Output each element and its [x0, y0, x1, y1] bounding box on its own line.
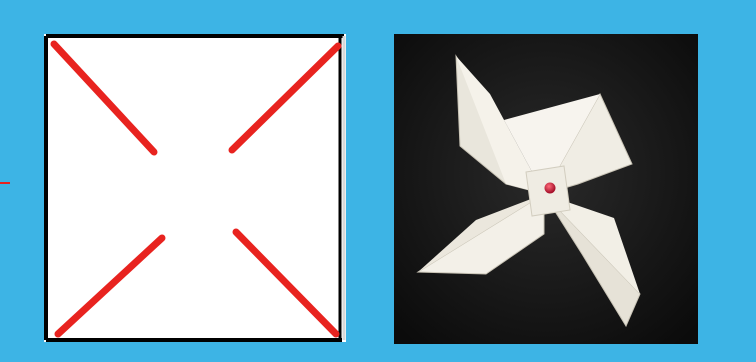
pinwheel-photo-panel [394, 34, 698, 344]
pin-head-icon [545, 183, 556, 194]
stray-red-line [0, 182, 10, 184]
pinwheel-photo-svg [394, 34, 698, 344]
cut-diagram-panel [44, 34, 346, 342]
cut-diagram-svg [44, 34, 346, 342]
